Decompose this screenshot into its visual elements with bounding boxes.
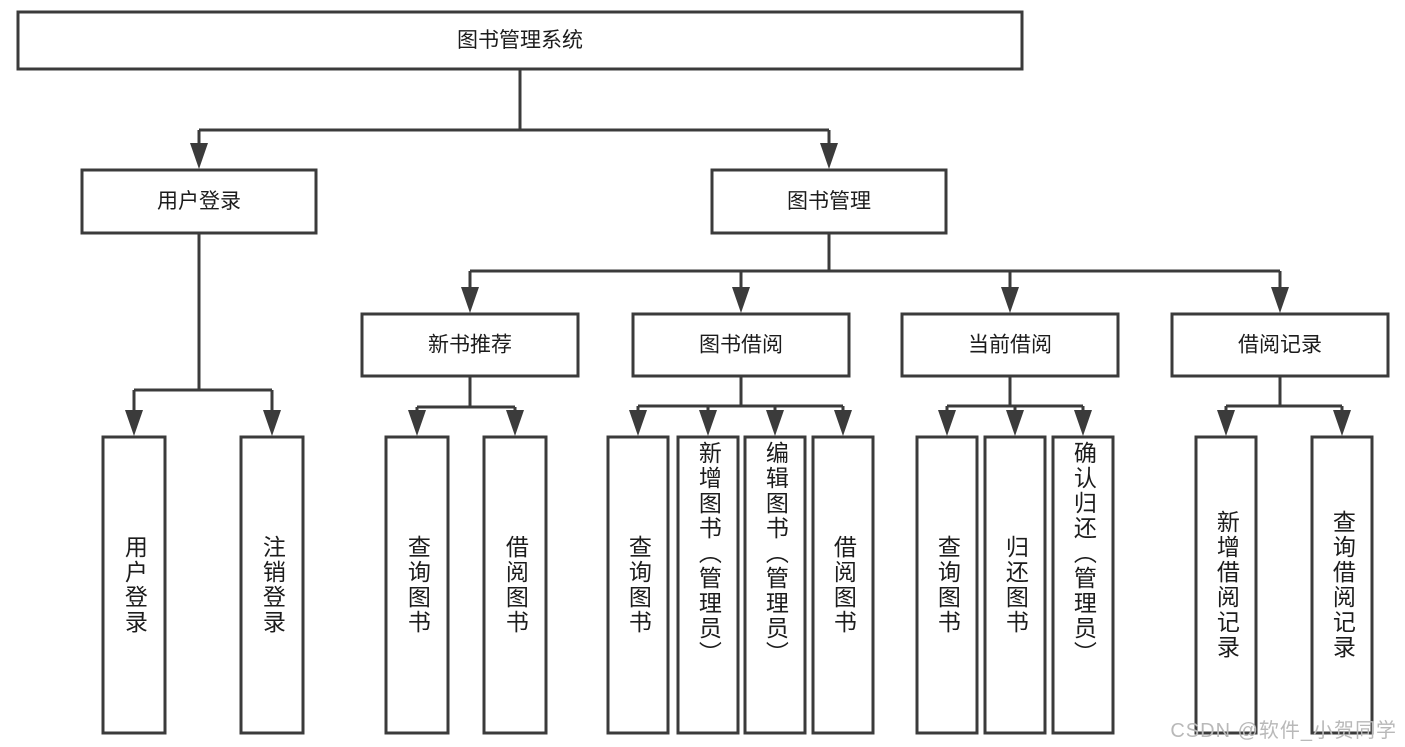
connector-layer [125, 69, 1351, 436]
arrow-head [1001, 287, 1019, 313]
arrow-head [1333, 410, 1351, 436]
node-box-book-borrow[interactable] [631, 312, 851, 378]
node-box-leaf-cur-query-book[interactable] [915, 435, 979, 735]
node-box-leaf-user-login[interactable] [101, 435, 167, 735]
node-box-leaf-borrow-borrow-book[interactable] [811, 435, 875, 735]
arrow-head [506, 410, 524, 436]
node-label-borrow-record: 借阅记录 [1238, 334, 1322, 357]
arrow-head [938, 410, 956, 436]
arrow-head [629, 410, 647, 436]
arrow-head [1271, 287, 1289, 313]
arrow-head [732, 287, 750, 313]
arrow-head [125, 410, 143, 436]
node-box-leaf-borrow-query-book[interactable] [606, 435, 670, 735]
node-label-current-borrow: 当前借阅 [968, 334, 1052, 357]
node-box-leaf-borrow-edit-book[interactable] [743, 435, 807, 735]
node-box-leaf-borrow-add-book[interactable] [676, 435, 740, 735]
node-box-leaf-rec-query-record[interactable] [1310, 435, 1374, 735]
arrow-head [834, 410, 852, 436]
box-layer [16, 10, 1390, 735]
node-label-book-borrow: 图书借阅 [699, 334, 783, 357]
arrow-head [190, 143, 208, 169]
node-box-leaf-user-logout[interactable] [239, 435, 305, 735]
arrow-head [461, 287, 479, 313]
arrow-head [408, 410, 426, 436]
node-label-user-login: 用户登录 [157, 190, 241, 213]
node-box-user-login[interactable] [80, 168, 318, 235]
node-box-borrow-record[interactable] [1170, 312, 1390, 378]
arrow-head [1217, 410, 1235, 436]
node-box-leaf-rec-borrow-book[interactable] [482, 435, 548, 735]
node-box-leaf-cur-confirm-return[interactable] [1051, 435, 1115, 735]
arrow-head [766, 410, 784, 436]
node-label-book-manage: 图书管理 [787, 190, 871, 213]
node-box-leaf-rec-add-record[interactable] [1194, 435, 1258, 735]
node-label-root: 图书管理系统 [457, 29, 583, 52]
arrow-head [699, 410, 717, 436]
arrow-head [1006, 410, 1024, 436]
arrow-head [263, 410, 281, 436]
arrow-head [1074, 410, 1092, 436]
node-box-root[interactable] [16, 10, 1024, 71]
node-box-book-manage[interactable] [710, 168, 948, 235]
arrow-head [820, 143, 838, 169]
node-label-new-book-rec: 新书推荐 [428, 334, 512, 357]
node-box-current-borrow[interactable] [900, 312, 1120, 378]
csdn-watermark: CSDN @软件_小贺同学 [1170, 720, 1397, 742]
node-box-new-book-rec[interactable] [360, 312, 580, 378]
node-box-leaf-rec-query-book[interactable] [384, 435, 450, 735]
node-box-leaf-cur-return-book[interactable] [983, 435, 1047, 735]
